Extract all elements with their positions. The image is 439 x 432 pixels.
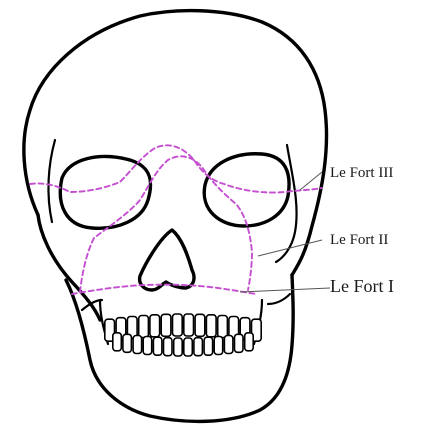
lower-tooth-4: [143, 337, 152, 355]
lower-tooth-3: [133, 336, 142, 354]
le-fort-iii-label: Le Fort III: [330, 165, 393, 181]
le-fort-iii-fracture-line: [30, 145, 322, 192]
upper-tooth-8: [184, 314, 194, 336]
le-fort-i-leader-line: [240, 288, 330, 292]
lower-tooth-14: [245, 333, 254, 351]
le-fort-i-fracture-line: [72, 285, 256, 294]
lower-tooth-10: [204, 337, 213, 355]
le-fort-i-label: Le Fort I: [330, 276, 394, 296]
lower-teeth: [113, 333, 253, 356]
lower-tooth-12: [224, 336, 233, 354]
lower-tooth-1: [113, 333, 122, 351]
upper-tooth-5: [150, 315, 160, 337]
lower-tooth-5: [153, 337, 162, 355]
left-temporal-line: [48, 140, 55, 222]
lower-tooth-9: [194, 338, 203, 356]
le-fort-ii-leader-line: [258, 240, 322, 256]
lower-tooth-13: [235, 334, 244, 352]
upper-tooth-4: [139, 316, 149, 338]
lower-tooth-7: [174, 338, 183, 356]
upper-tooth-11: [218, 316, 228, 338]
upper-tooth-9: [195, 314, 205, 336]
le-fort-ii-label: Le Fort II: [330, 232, 388, 248]
lower-tooth-6: [164, 338, 173, 356]
lower-tooth-11: [214, 337, 223, 355]
nasal-cavity: [140, 230, 194, 290]
le-fort-iii-leader-line: [300, 172, 322, 190]
upper-tooth-6: [161, 314, 171, 336]
upper-tooth-10: [206, 315, 216, 337]
upper-tooth-7: [173, 314, 183, 336]
lower-tooth-8: [184, 338, 193, 356]
lower-tooth-2: [123, 334, 131, 352]
right-jaw-notch: [268, 294, 290, 304]
